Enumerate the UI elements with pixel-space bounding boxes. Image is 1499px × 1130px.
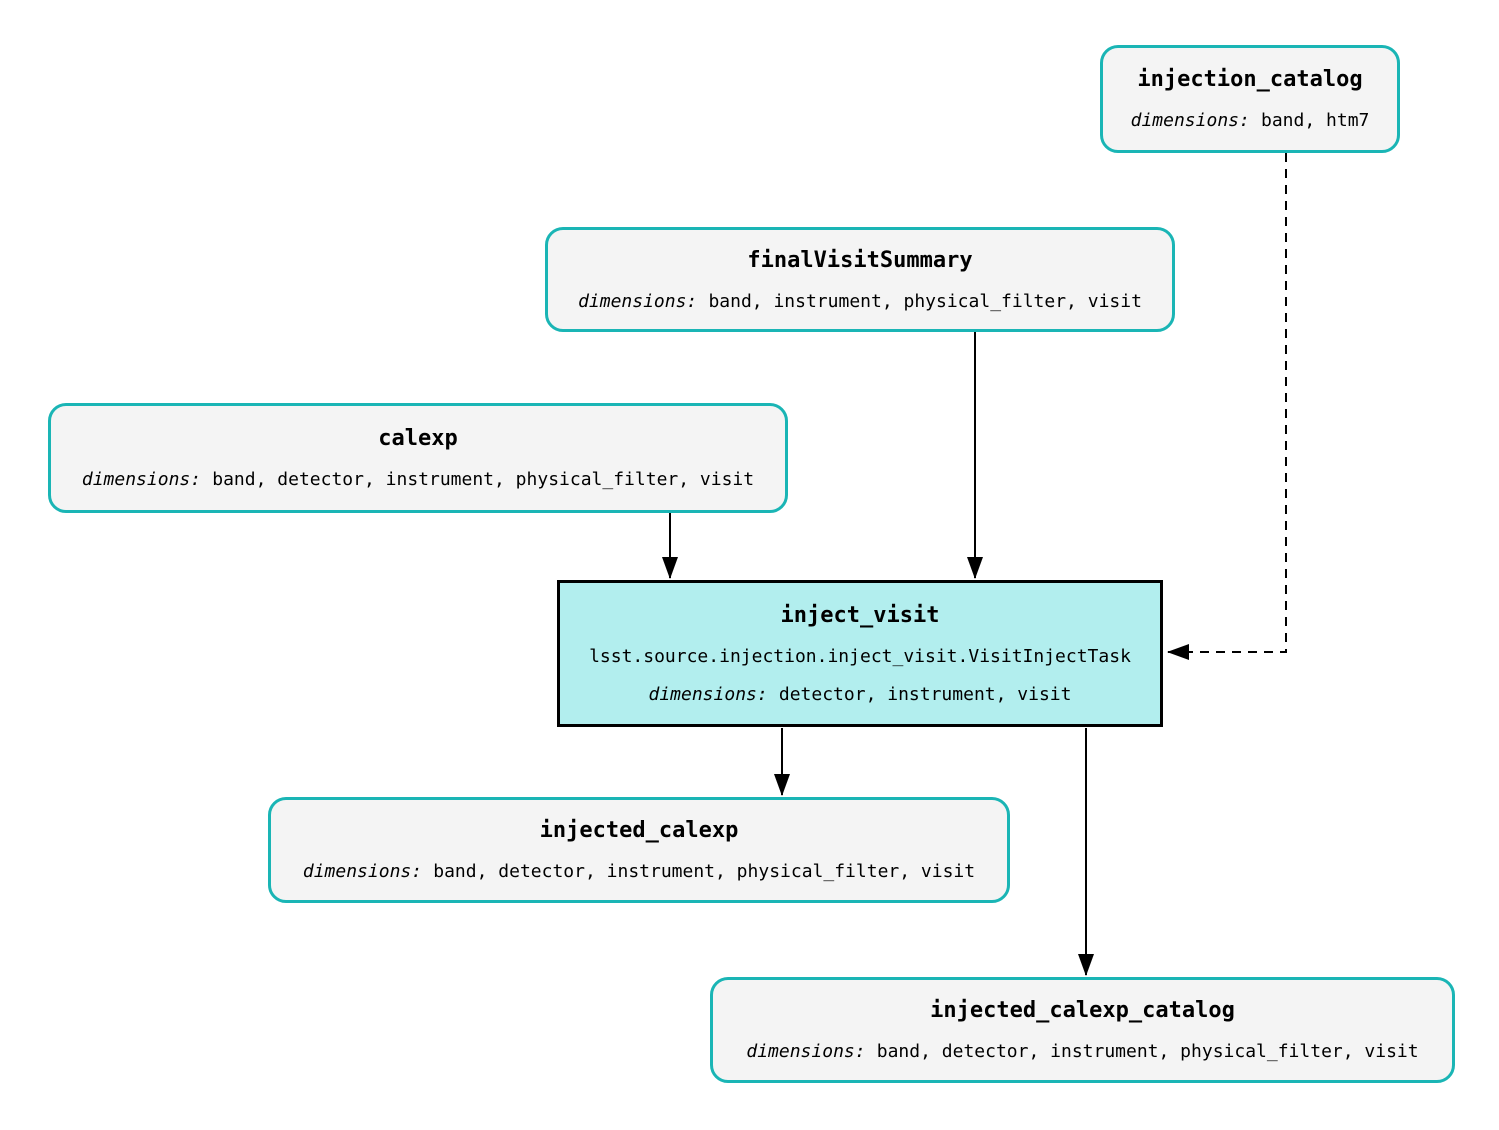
node-title: injection_catalog xyxy=(1137,67,1363,92)
dimensions-value: band, detector, instrument, physical_fil… xyxy=(212,469,755,490)
node-calexp: calexp dimensions: band, detector, instru… xyxy=(48,403,788,513)
node-dimensions: dimensions: band, detector, instrument, p… xyxy=(303,861,975,882)
dimensions-label: dimensions: xyxy=(648,683,768,705)
node-title: inject_visit xyxy=(780,602,940,628)
node-inject-visit-task: inject_visit lsst.source.injection.injec… xyxy=(557,580,1163,727)
dimensions-label: dimensions: xyxy=(1130,110,1250,131)
node-title: injected_calexp_catalog xyxy=(930,998,1235,1023)
edge-injection-catalog-to-inject-visit xyxy=(1167,153,1287,660)
dimensions-value: band, htm7 xyxy=(1261,110,1370,131)
node-dimensions: dimensions: band, htm7 xyxy=(1131,110,1370,131)
dimensions-value: band, detector, instrument, physical_fil… xyxy=(433,861,976,882)
dimensions-value: detector, instrument, visit xyxy=(778,683,1072,705)
node-dimensions: dimensions: band, detector, instrument, p… xyxy=(746,1041,1418,1062)
node-dimensions: dimensions: band, detector, instrument, p… xyxy=(82,469,754,490)
node-dimensions: dimensions: detector, instrument, visit xyxy=(649,684,1072,705)
node-title: finalVisitSummary xyxy=(747,247,973,273)
node-title: calexp xyxy=(378,426,458,451)
dimensions-label: dimensions: xyxy=(578,290,698,312)
task-class-path: lsst.source.injection.inject_visit.Visit… xyxy=(589,645,1131,667)
node-injected-calexp: injected_calexp dimensions: band, detecto… xyxy=(268,797,1010,903)
node-injected-calexp-catalog: injected_calexp_catalog dimensions: band,… xyxy=(710,977,1455,1083)
dimensions-label: dimensions: xyxy=(302,861,423,882)
node-finalvisitsummary: finalVisitSummary dimensions: band, instr… xyxy=(545,227,1175,332)
dimensions-value: band, detector, instrument, physical_fil… xyxy=(876,1041,1419,1062)
node-injection-catalog: injection_catalog dimensions: band, htm7 xyxy=(1100,45,1400,153)
dimensions-value: band, instrument, physical_filter, visit xyxy=(708,290,1142,312)
node-dimensions: dimensions: band, instrument, physical_fi… xyxy=(578,291,1142,312)
node-title: injected_calexp xyxy=(539,818,739,843)
dimensions-label: dimensions: xyxy=(81,469,202,490)
dimensions-label: dimensions: xyxy=(746,1041,866,1062)
